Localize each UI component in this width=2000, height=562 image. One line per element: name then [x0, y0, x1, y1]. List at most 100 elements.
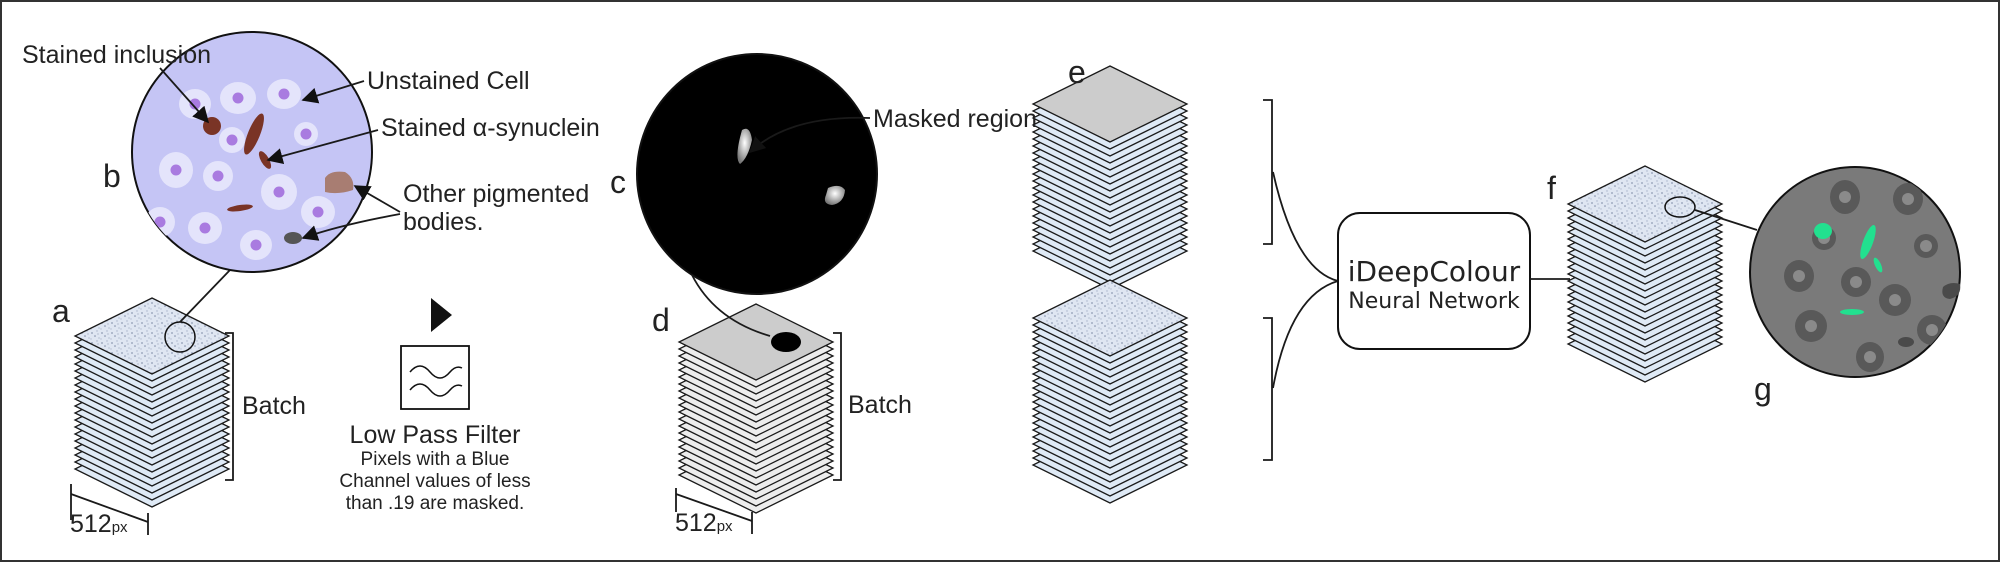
dim-line-a	[70, 493, 149, 523]
cell-nucleus	[199, 222, 211, 234]
pigmented-body	[325, 171, 354, 194]
unstained-cell	[203, 161, 233, 191]
zoom-circle-f	[1664, 196, 1696, 218]
arrow-dark-pigmented-body	[301, 213, 401, 241]
bracket-e-top	[1263, 99, 1273, 245]
synuclein-streak	[227, 204, 253, 212]
stack-top-sheet	[677, 303, 835, 381]
cell-nucleus	[212, 170, 224, 182]
batch-label-d: Batch	[848, 391, 912, 419]
synuclein-streak	[244, 113, 264, 155]
panel-label-a: a	[52, 293, 70, 329]
cell-nucleus	[170, 164, 182, 176]
arrow-unstained-cell	[301, 80, 365, 104]
mask-circle	[636, 53, 878, 295]
unstained-cell	[188, 212, 222, 244]
network-title: iDeepColour	[1348, 255, 1521, 288]
cell-nucleus	[232, 92, 244, 104]
unstained-cell	[301, 196, 335, 228]
output-stack-f	[1566, 165, 1724, 383]
panel-label-d: d	[652, 302, 670, 338]
cell-nucleus	[1793, 270, 1805, 282]
filter-desc-3: than .19 are masked.	[346, 493, 525, 514]
stack-top-sheet	[1566, 165, 1724, 243]
output-cell	[1784, 260, 1814, 292]
annotation-other-pigmented-1: Other pigmented	[403, 180, 589, 208]
output-cell	[1856, 342, 1884, 372]
highlight-synuclein	[1860, 224, 1876, 260]
highlight-synuclein	[1840, 309, 1864, 315]
highlight-inclusion	[1814, 223, 1832, 239]
annotation-other-pigmented-2: bodies.	[403, 208, 484, 236]
mask-stack-e	[1031, 65, 1189, 290]
cell-nucleus	[154, 216, 166, 228]
annotation-masked-regions: Masked regions	[873, 105, 1049, 133]
output-cell	[1914, 234, 1938, 258]
panel-label-g: g	[1754, 371, 1772, 407]
output-cell	[1841, 267, 1871, 297]
unstained-cell	[267, 79, 301, 109]
batch-label-a: Batch	[242, 392, 306, 420]
masked-region	[824, 185, 845, 205]
arrow-pigmented-body	[353, 185, 401, 213]
image-stack-e	[1031, 279, 1189, 504]
annotation-stained-inclusion: Stained inclusion	[22, 41, 211, 69]
stack-top-sheet	[73, 297, 231, 375]
output-cell	[1830, 180, 1860, 214]
batch-bracket-d	[833, 332, 842, 481]
cell-nucleus	[1805, 320, 1817, 332]
annotation-stained-synuclein: Stained α-synuclein	[381, 114, 600, 142]
size-label-d: 512px	[675, 509, 733, 537]
filter-desc-2: Channel values of less	[339, 471, 530, 492]
play-triangle-icon	[431, 298, 452, 332]
unstained-cell	[294, 122, 318, 146]
cell-nucleus	[1850, 276, 1862, 288]
batch-bracket-a	[225, 332, 234, 481]
neural-network-box	[1337, 212, 1531, 350]
connector-e-top	[1272, 171, 1339, 282]
unstained-cell	[220, 82, 256, 114]
unstained-cell	[219, 127, 245, 153]
size-label-a: 512px	[70, 510, 128, 538]
panel-label-b: b	[103, 158, 121, 194]
output-cell	[1795, 310, 1827, 342]
cell-nucleus	[273, 186, 285, 198]
panel-label-e: e	[1068, 54, 1086, 90]
annotation-unstained-cell: Unstained Cell	[367, 67, 530, 95]
masked-region	[737, 128, 752, 164]
zoom-line-d	[691, 274, 771, 337]
arrow-stained-inclusion	[159, 67, 210, 124]
cell-nucleus	[1926, 324, 1938, 336]
network-subtitle: Neural Network	[1348, 289, 1520, 314]
cell-nucleus	[1902, 193, 1914, 205]
cell-nucleus	[1864, 351, 1876, 363]
output-circle	[1749, 166, 1961, 378]
panel-label-f: f	[1547, 170, 1556, 206]
arrow-masked-regions	[748, 116, 871, 154]
unstained-cell	[145, 207, 175, 237]
mask-stack-d	[677, 303, 835, 514]
arrow-stained-synuclein	[266, 129, 379, 164]
dim-line-d	[675, 493, 753, 522]
unstained-cell	[261, 174, 297, 210]
unstained-cell	[159, 152, 193, 188]
dark-pigmented-body	[284, 232, 302, 244]
cell-nucleus	[226, 134, 238, 146]
zoom-line-f	[1694, 209, 1758, 231]
cell-nucleus	[278, 88, 290, 100]
stack-top-sheet	[1031, 65, 1189, 143]
cell-nucleus	[1839, 191, 1851, 203]
unstained-cell	[240, 230, 272, 260]
cell-nucleus	[312, 206, 324, 218]
low-pass-wave-icon	[400, 345, 470, 410]
dark-pigmented-body	[1898, 337, 1914, 347]
image-stack-a	[73, 297, 231, 508]
connector-e-bottom	[1272, 280, 1339, 389]
output-cell	[1879, 284, 1911, 316]
bracket-e-bottom	[1263, 317, 1273, 461]
cell-nucleus	[300, 128, 312, 140]
cell-nucleus	[250, 239, 262, 251]
cell-nucleus	[1920, 240, 1932, 252]
